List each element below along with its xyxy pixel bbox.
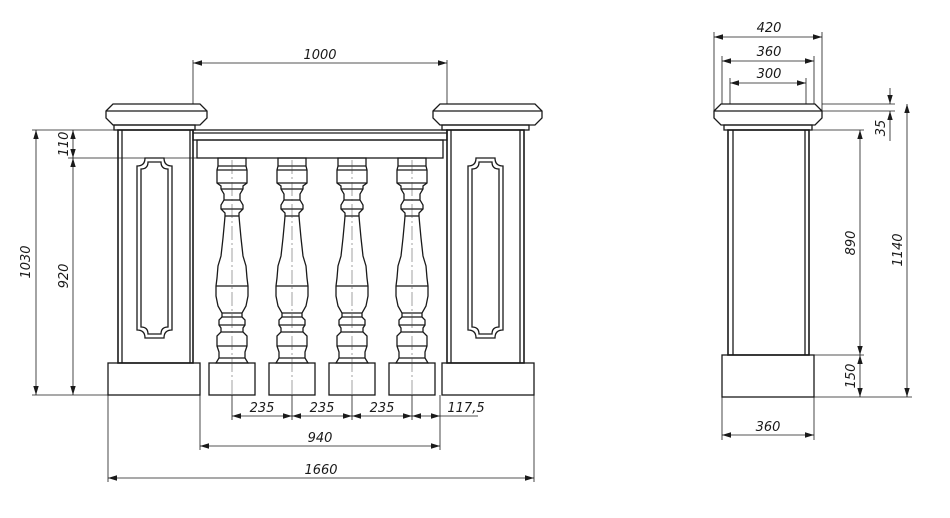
baluster: [328, 157, 376, 396]
dim-cap-thickness: 35: [874, 120, 889, 137]
right-pillar-panel: [467, 157, 504, 339]
dim-total-height: 1140: [891, 233, 906, 266]
dim-mid-width: 360: [757, 45, 782, 60]
dim-cap-width: 420: [757, 21, 782, 36]
handrail: [192, 129, 448, 159]
side-dimensions: 420 360 300 35 890 150 1140 360: [713, 21, 912, 440]
dim-spacing-3: 235: [370, 401, 395, 416]
dim-end-offset: 117,5: [447, 401, 484, 416]
baluster: [268, 157, 316, 396]
dim-top-span: 1000: [303, 48, 336, 63]
left-pillar: [105, 103, 208, 396]
right-pillar: [432, 103, 543, 396]
side-view: 420 360 300 35 890 150 1140 360: [713, 21, 912, 440]
dim-spacing-1: 235: [250, 401, 275, 416]
dim-shaft-height: 890: [844, 231, 859, 256]
dim-total-width: 1660: [304, 463, 337, 478]
side-pillar: [713, 103, 823, 398]
baluster: [208, 157, 256, 396]
baluster: [388, 157, 436, 396]
dim-height-inner: 920: [57, 264, 72, 289]
dim-base-height: 150: [844, 364, 859, 389]
front-view: 1000 1030 110 920 235 235 235: [19, 48, 543, 482]
dim-base-width: 360: [756, 420, 781, 435]
balusters: [208, 157, 436, 396]
dim-inner-width: 940: [308, 431, 333, 446]
left-pillar-panel: [136, 157, 173, 339]
dim-neck-width: 300: [757, 67, 782, 82]
dim-spacing-2: 235: [310, 401, 335, 416]
dim-cap-height: 110: [57, 132, 72, 157]
front-dimensions: 1000 1030 110 920 235 235 235: [19, 48, 535, 482]
dim-height-total: 1030: [19, 245, 34, 278]
